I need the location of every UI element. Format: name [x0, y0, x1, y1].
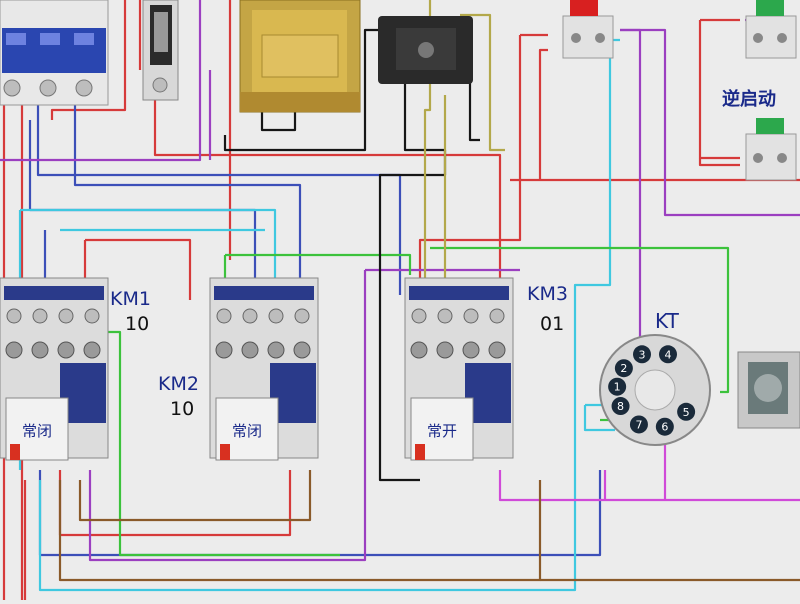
reverse-start-button[interactable]	[745, 118, 797, 181]
timer-label: KT	[655, 309, 680, 333]
wire-purple	[620, 28, 642, 370]
timer-pin-number: 5	[683, 406, 690, 419]
wire-red	[85, 238, 192, 300]
forward-start-button[interactable]	[745, 0, 797, 59]
contactor-km3: 常开	[404, 277, 514, 461]
wire-red	[58, 470, 292, 537]
timer-pin-number: 8	[617, 400, 624, 413]
timer-pin-number: 3	[639, 348, 646, 361]
bridge-rectifier	[378, 16, 473, 84]
wire-red	[418, 33, 548, 290]
contactor-code: 01	[540, 313, 564, 335]
timer-pin-number: 7	[635, 418, 642, 431]
reverse-start-label: 逆启动	[722, 88, 776, 110]
wire-red	[153, 100, 502, 280]
contactor-km2: 常闭	[209, 277, 319, 461]
contactor-label: KM3	[527, 283, 568, 305]
wire-green	[225, 253, 412, 275]
wire-olive	[460, 13, 505, 152]
wire-blue	[38, 470, 602, 557]
fuse-holder	[142, 0, 179, 101]
aux-contact-label: 常闭	[232, 422, 262, 440]
timer-pin	[608, 377, 627, 396]
contactor-label: KM1	[110, 288, 151, 310]
timer-pin	[629, 415, 648, 434]
wire-purple	[620, 28, 800, 217]
aux-contact-label: 常开	[427, 422, 457, 440]
timer-pin-number: 6	[661, 421, 668, 434]
aux-contact-label: 常闭	[22, 422, 52, 440]
wire-brown	[58, 480, 542, 582]
timer-pin-number: 1	[614, 381, 621, 394]
timer-pin	[611, 397, 630, 416]
wire-purple	[88, 270, 367, 562]
contactor-km1: 常闭	[0, 277, 109, 461]
wire-blue	[36, 100, 402, 295]
timer-pin	[655, 417, 674, 436]
contactor-code: 10	[170, 398, 194, 420]
contactor-code: 10	[125, 313, 149, 335]
contactor-label: KM2	[158, 373, 199, 395]
wire-blue	[28, 120, 257, 295]
wire-magenta	[498, 470, 800, 502]
wire-black	[223, 28, 388, 152]
timer-pin	[677, 402, 696, 421]
wire-purple	[0, 0, 202, 162]
timer-pin	[633, 345, 652, 364]
timer-relay	[737, 351, 800, 429]
circuit-breaker	[0, 0, 109, 106]
timer-pin	[614, 359, 633, 378]
stop-button[interactable]	[562, 0, 614, 59]
timer-pin-number: 4	[664, 348, 671, 361]
wire-blue	[73, 100, 302, 290]
transformer	[239, 0, 361, 113]
timer-pin-number: 2	[620, 362, 627, 375]
wire-brown	[78, 470, 312, 522]
wire-green	[430, 246, 730, 394]
wire-red	[698, 158, 740, 167]
wire-red	[50, 0, 127, 120]
wire-red	[538, 48, 548, 180]
timer-pin	[658, 345, 677, 364]
